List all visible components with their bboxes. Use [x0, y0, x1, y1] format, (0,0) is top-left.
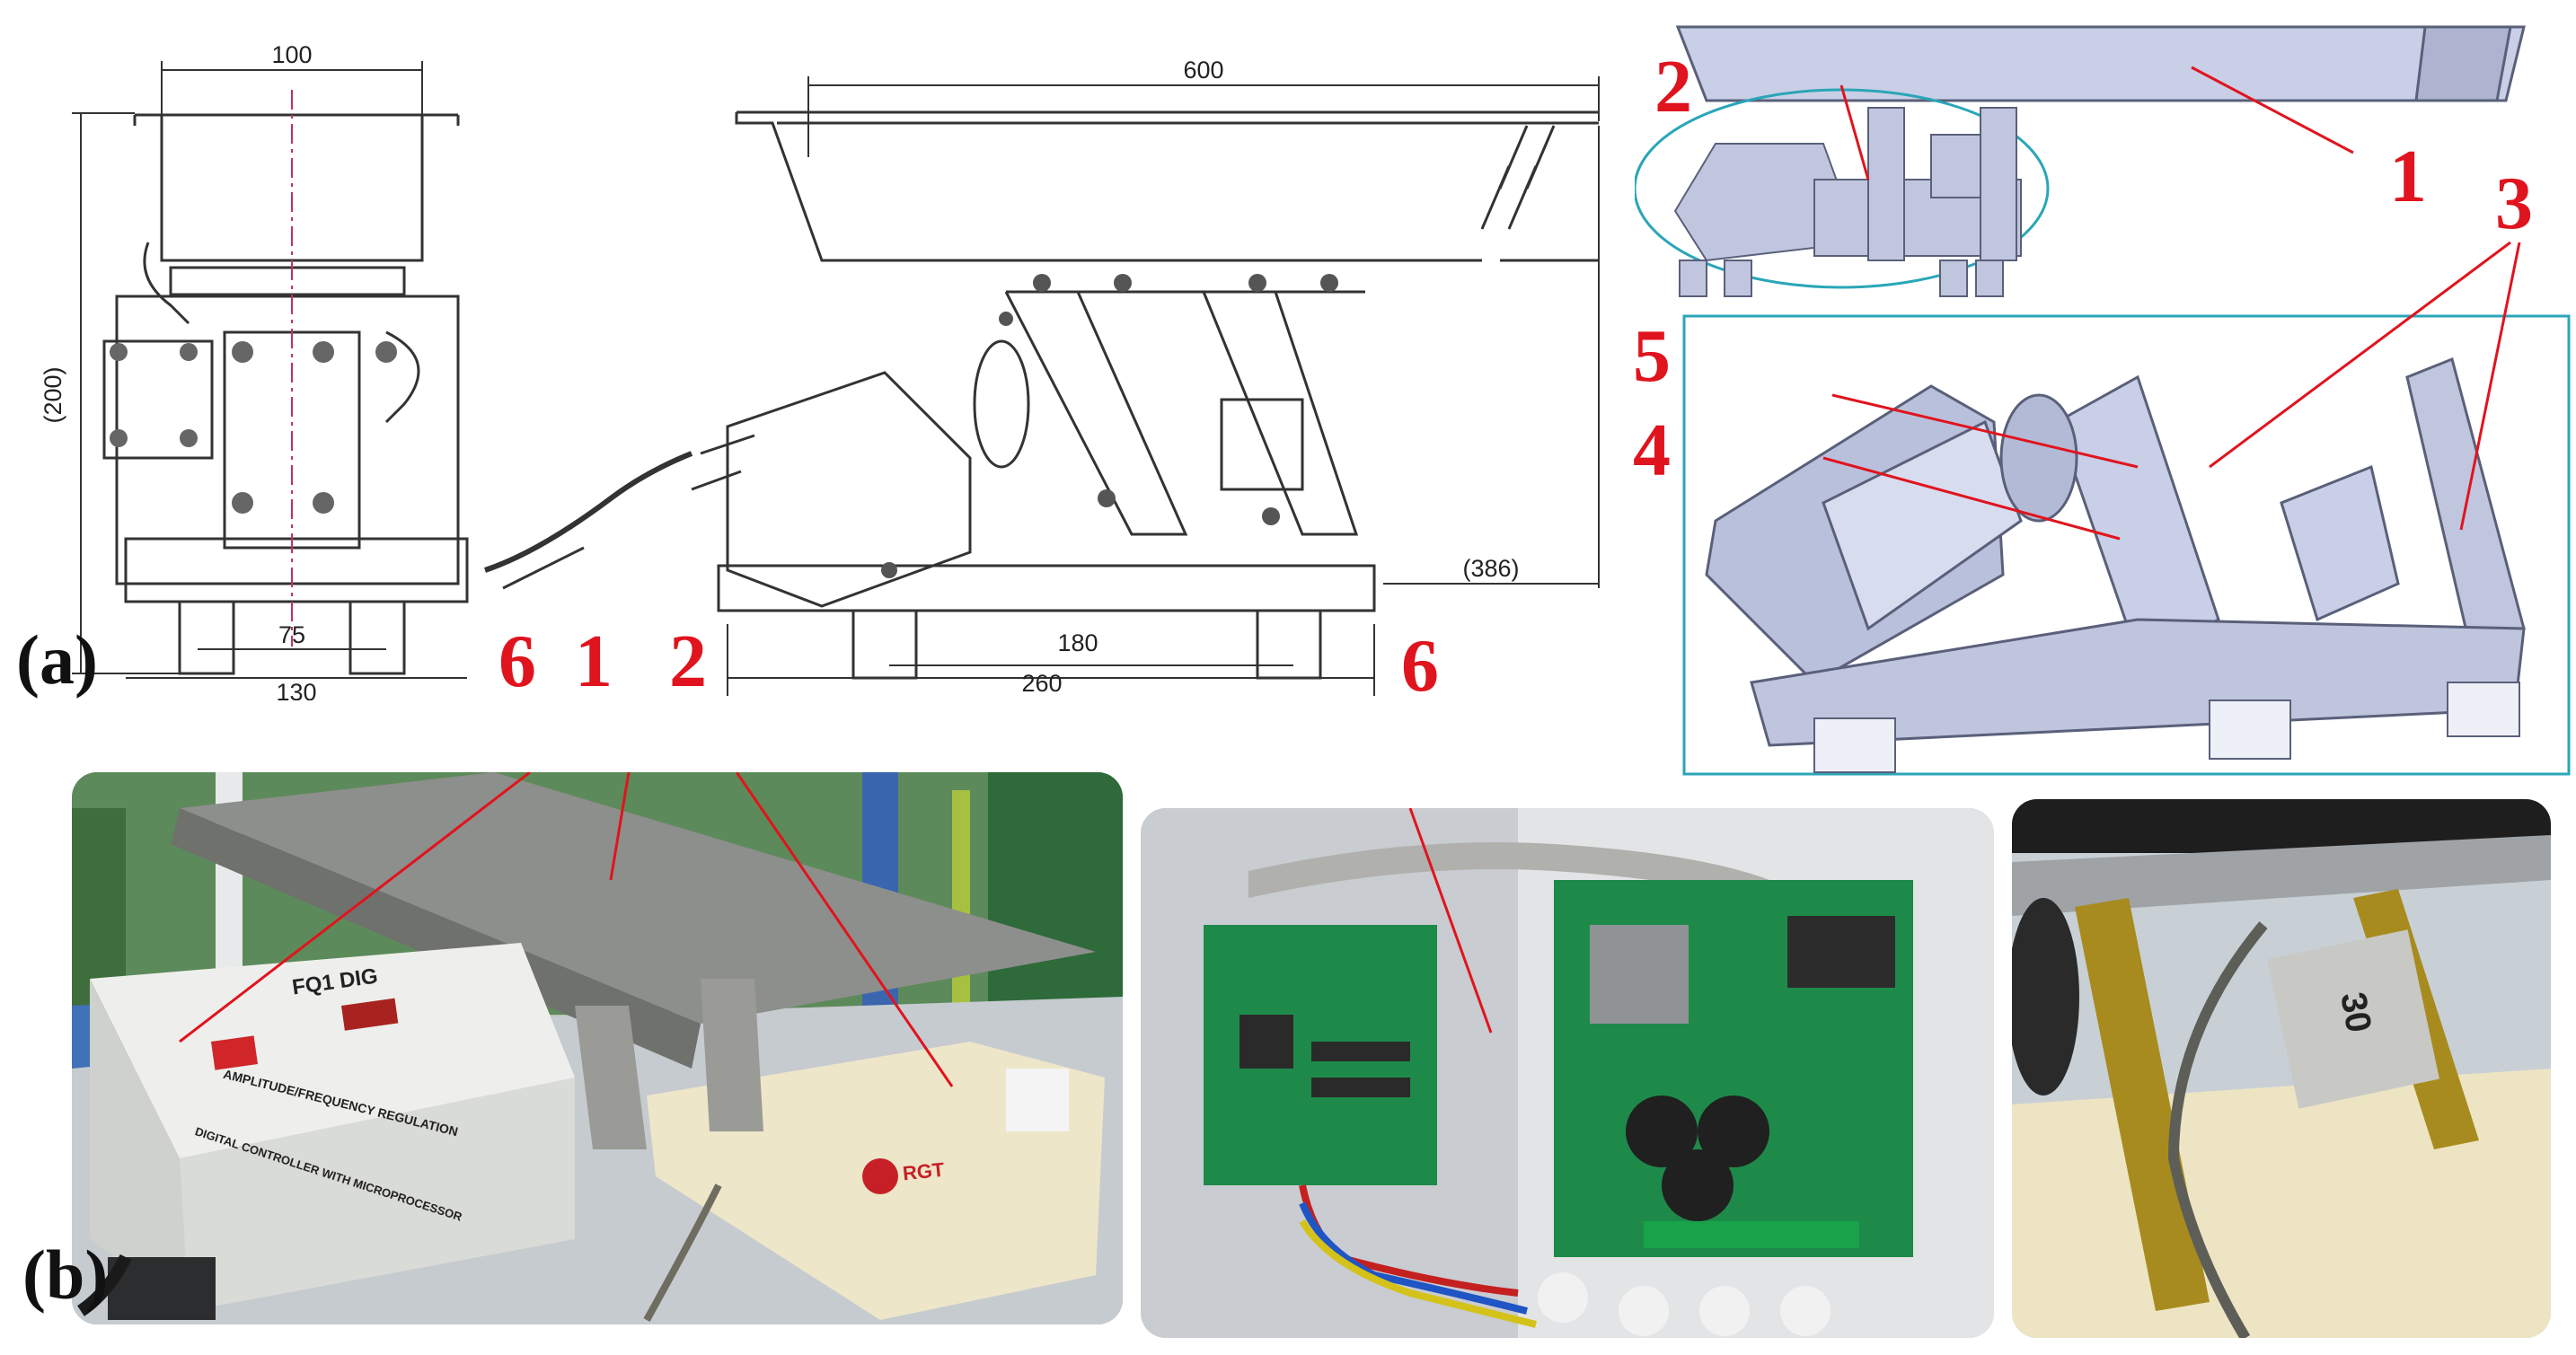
side-dim-top: 600 — [1183, 57, 1223, 84]
drive-brand-text: RGT — [901, 1157, 946, 1185]
side-dim-overhang: (386) — [1462, 555, 1519, 582]
panel-label-b: (b) — [22, 1236, 109, 1314]
panel-label-a: (a) — [16, 620, 98, 699]
cad-callout-1: 1 — [2389, 135, 2427, 218]
front-dim-inner: 75 — [278, 621, 305, 648]
front-view-drawing: 100 (200) 75 130 — [27, 36, 476, 700]
cad-callout-4: 4 — [1633, 409, 1671, 492]
front-dim-left: (200) — [40, 366, 66, 423]
front-dim-top: 100 — [271, 41, 312, 68]
photo-callout-6: 6 — [498, 620, 536, 703]
board-callout-6: 6 — [1401, 624, 1439, 708]
cad-callout-2: 2 — [1654, 45, 1692, 128]
photo-spring-closeup: 30 — [2012, 799, 2551, 1338]
side-dim-base: 260 — [1021, 670, 1062, 696]
spring-tag-text: 30 — [2333, 989, 2379, 1036]
side-dim-base-inner: 180 — [1057, 629, 1098, 656]
cad-model — [1635, 0, 2576, 790]
cad-callout-3: 3 — [2495, 162, 2533, 245]
side-view-drawing: 600 180 260 (386) — [467, 49, 1626, 696]
front-dim-bottom: 130 — [276, 679, 316, 700]
photo-control-board — [1141, 808, 1994, 1338]
photo-callout-1: 1 — [575, 620, 613, 703]
cad-callout-5: 5 — [1633, 314, 1671, 398]
photo-callout-2: 2 — [669, 620, 707, 703]
photo-feeder-controller: FQ1 DIG AMPLITUDE/FREQUENCY REGULATION D… — [72, 772, 1123, 1324]
